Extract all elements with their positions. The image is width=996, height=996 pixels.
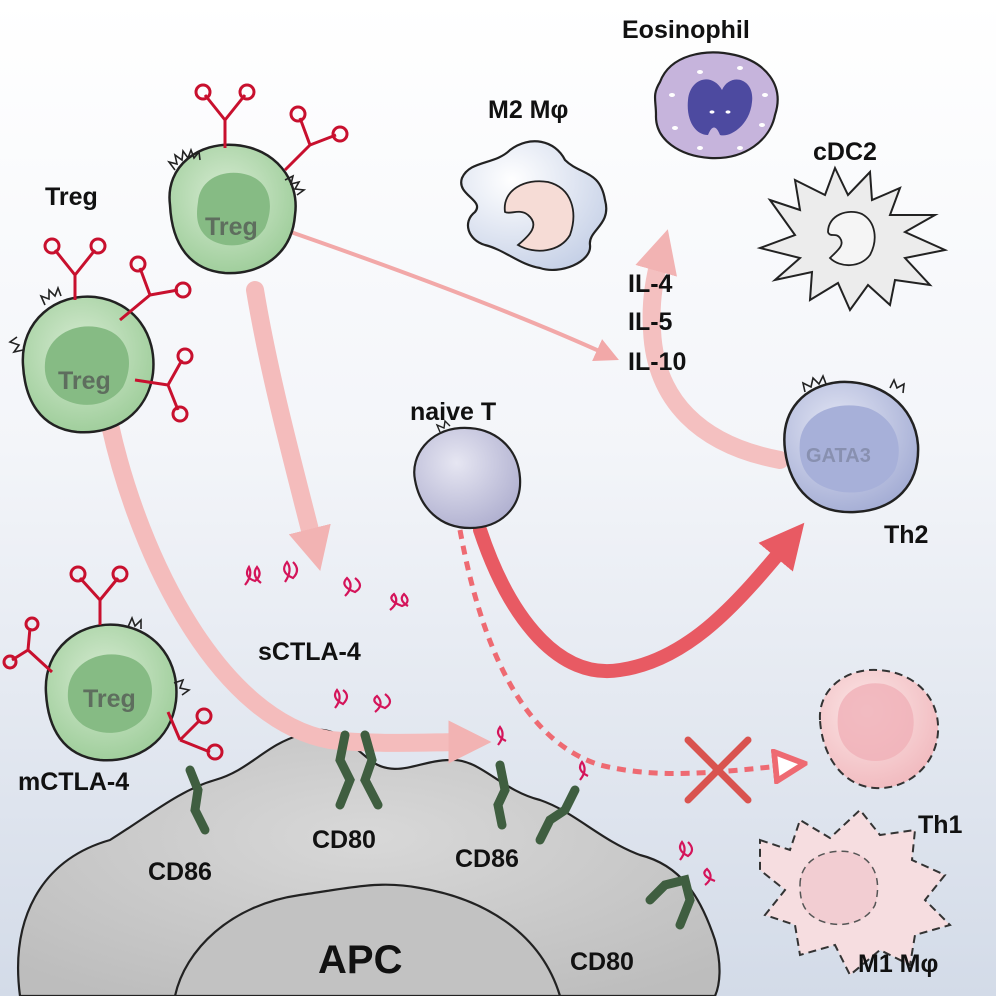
arrow-treg-to-cytokines bbox=[283, 228, 619, 361]
m1-macrophage bbox=[759, 808, 952, 977]
apc-receptors bbox=[185, 730, 695, 930]
arrow-naive-to-th2 bbox=[473, 522, 805, 679]
th1-label: Th1 bbox=[918, 811, 963, 839]
treg-label: Treg bbox=[58, 367, 111, 395]
arrows-treg bbox=[101, 228, 789, 764]
naive-t-label: naive T bbox=[410, 398, 497, 426]
cdc2-label: cDC2 bbox=[813, 138, 877, 166]
mctla4-receptors bbox=[2, 83, 349, 761]
naive-t-cell bbox=[413, 419, 522, 530]
cytokine-il4: IL-4 bbox=[628, 270, 673, 298]
apc-label: APC bbox=[318, 938, 403, 982]
cd86-label-left: CD86 bbox=[148, 858, 212, 886]
th2-label: Th2 bbox=[884, 521, 929, 549]
cd80-label-center: CD80 bbox=[312, 826, 376, 854]
arrow-treg-to-sctla4 bbox=[246, 281, 331, 571]
cdc2-cell bbox=[756, 165, 949, 312]
th1-cell bbox=[818, 668, 940, 790]
treg-cell-bottom: Treg bbox=[44, 615, 191, 762]
cytokine-il5: IL-5 bbox=[628, 308, 673, 336]
treg-cell-left: Treg bbox=[8, 285, 155, 434]
cd86-label-right: CD86 bbox=[455, 845, 519, 873]
apc-nucleus bbox=[173, 883, 562, 996]
m2-macrophage bbox=[460, 140, 608, 271]
eosinophil bbox=[653, 51, 779, 160]
arrow-th2-to-cytokines bbox=[635, 229, 789, 469]
cd86-receptor bbox=[185, 765, 210, 835]
th2-cell: GATA3 bbox=[783, 374, 920, 514]
eosinophil-granules bbox=[669, 66, 768, 150]
cd80-label-bottom: CD80 bbox=[570, 948, 634, 976]
cd86-receptor bbox=[535, 785, 580, 845]
gata3-label: GATA3 bbox=[806, 445, 871, 467]
sctla4-label: sCTLA-4 bbox=[258, 638, 361, 666]
arrow-treg-to-apc bbox=[101, 416, 492, 764]
sctla4-molecules bbox=[244, 560, 716, 886]
cd86-receptor bbox=[493, 760, 510, 830]
treg-label: Treg bbox=[83, 685, 136, 713]
treg-cell-top: Treg bbox=[167, 143, 307, 275]
cd80-receptor bbox=[360, 730, 383, 810]
cd80-receptor bbox=[335, 730, 355, 810]
cd80-receptor bbox=[645, 874, 695, 930]
treg-title: Treg bbox=[45, 183, 98, 211]
mctla4-label: mCTLA-4 bbox=[18, 768, 130, 796]
eosinophil-label: Eosinophil bbox=[622, 16, 750, 44]
treg-label: Treg bbox=[205, 213, 258, 241]
block-x-icon bbox=[684, 736, 752, 804]
m1-label: M1 Mφ bbox=[858, 950, 939, 978]
m2-label: M2 Mφ bbox=[488, 96, 569, 124]
cytokine-il10: IL-10 bbox=[628, 348, 687, 376]
